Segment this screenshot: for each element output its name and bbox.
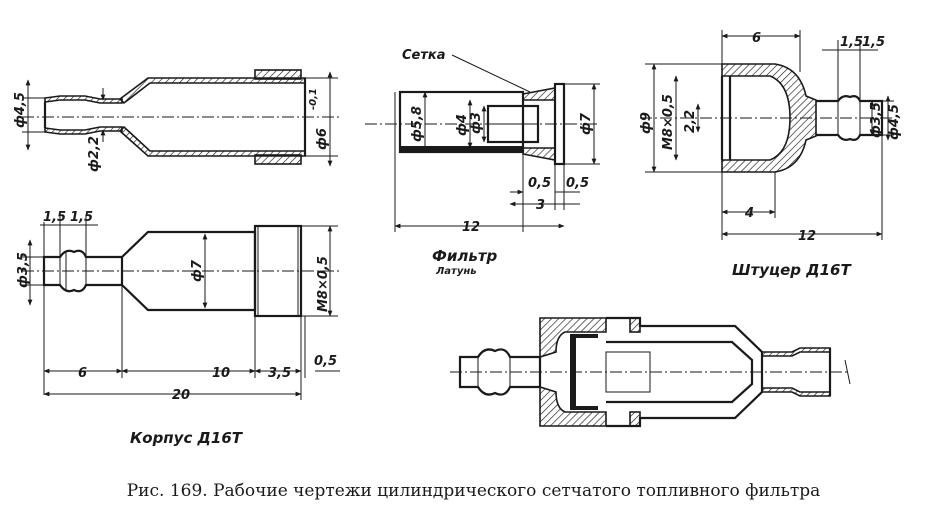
- shtucer-dim-len-total: 12: [798, 229, 816, 244]
- korpus-dim-len-d: 0,5: [314, 354, 337, 369]
- filter-title: Фильтр: [432, 247, 498, 265]
- shtucer-dim-tip: ф3,5: [869, 102, 884, 138]
- filter-dim-len-c: 3: [536, 198, 545, 213]
- korpus-dim-groove-a: 1,5: [43, 210, 66, 225]
- filter-dim-outer: ф5,8: [410, 106, 425, 142]
- shtucer-view: 6 1,5 1,5 ф9 M8×0,5 2,2 ф3,5 ф4,5 4 12 Ш…: [639, 30, 902, 279]
- korpus-side-dim-body: ф6: [315, 128, 330, 150]
- shtucer-dim-len-a: 4: [744, 206, 754, 221]
- filter-dim-len-a: 0,5: [528, 176, 551, 191]
- korpus-section-view: ф4,5 ф2,2 ф6 -0,1: [13, 69, 340, 172]
- korpus-dim-len-b: 10: [212, 366, 230, 381]
- korpus-dim-len-c: 3,5: [268, 366, 291, 381]
- filter-dim-len-total: 12: [462, 220, 480, 235]
- korpus-dim-thread: M8×0,5: [316, 256, 331, 312]
- korpus-side-dim-tol: -0,1: [308, 88, 319, 110]
- filter-dim-inner: ф4: [455, 114, 470, 136]
- korpus-dim-body: ф7: [190, 259, 205, 282]
- korpus-side-dim-inlet: ф4,5: [13, 92, 28, 128]
- filter-dim-len-b: 0,5: [566, 176, 589, 191]
- shtucer-dim-groove-a: 1,5: [840, 35, 863, 50]
- shtucer-dim-thread: M8×0,5: [661, 94, 676, 150]
- filter-mesh-label: Сетка: [402, 48, 446, 63]
- shtucer-dim-top-len: 6: [752, 31, 761, 46]
- shtucer-dim-bore: 2,2: [683, 110, 698, 133]
- korpus-front-view: 1,5 1,5 ф3,5 ф7 M8×0,5 6 10 3,5 0,5 20 К…: [16, 210, 340, 447]
- korpus-title: Корпус Д16Т: [130, 429, 244, 447]
- shtucer-dim-tip2: ф4,5: [887, 104, 902, 140]
- filter-dim-flange: ф7: [579, 112, 594, 135]
- shtucer-dim-outer: ф9: [639, 112, 654, 134]
- shtucer-title: Штуцер Д16Т: [732, 261, 852, 279]
- filter-view: Сетка ф5,8 ф4 ф3 ф7 0,5 0,5 3 12 Фильтр …: [365, 48, 600, 277]
- korpus-dim-tip: ф3,5: [16, 252, 31, 288]
- korpus-side-dim-throat: ф2,2: [87, 136, 102, 172]
- korpus-dim-groove-b: 1,5: [70, 210, 93, 225]
- figure-caption: Рис. 169. Рабочие чертежи цилиндрическог…: [126, 481, 821, 501]
- shtucer-dim-groove-b: 1,5: [862, 35, 885, 50]
- korpus-dim-len-total: 20: [172, 388, 190, 403]
- korpus-dim-len-a: 6: [78, 366, 87, 381]
- filter-material: Латунь: [435, 266, 477, 277]
- assembly-view: [450, 316, 851, 428]
- filter-dim-hole: ф3: [469, 112, 484, 134]
